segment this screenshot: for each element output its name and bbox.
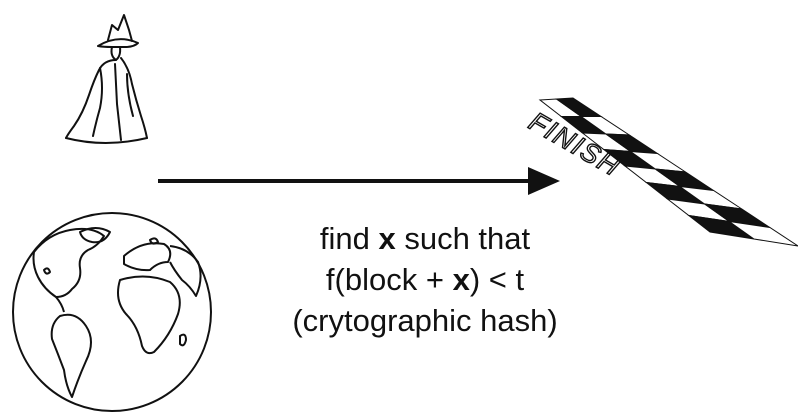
caption-line-3: (crytographic hash) <box>292 303 558 338</box>
caption-line-2: f(block + x) < t <box>250 259 600 300</box>
caption: find x such that f(block + x) < t (cryto… <box>250 218 600 341</box>
caption-bold-x: x <box>378 221 396 256</box>
hooded-figure-icon <box>65 14 148 144</box>
caption-text: such that <box>395 221 531 256</box>
caption-bold-x: x <box>452 262 470 297</box>
arrow-icon <box>158 167 560 195</box>
caption-text: ) < t <box>469 262 525 297</box>
globe-icon <box>12 212 212 412</box>
caption-text: find <box>319 221 379 256</box>
flag-cell <box>729 221 798 247</box>
caption-line-1: find x such that <box>250 218 600 259</box>
caption-text: f(block + <box>325 262 453 297</box>
